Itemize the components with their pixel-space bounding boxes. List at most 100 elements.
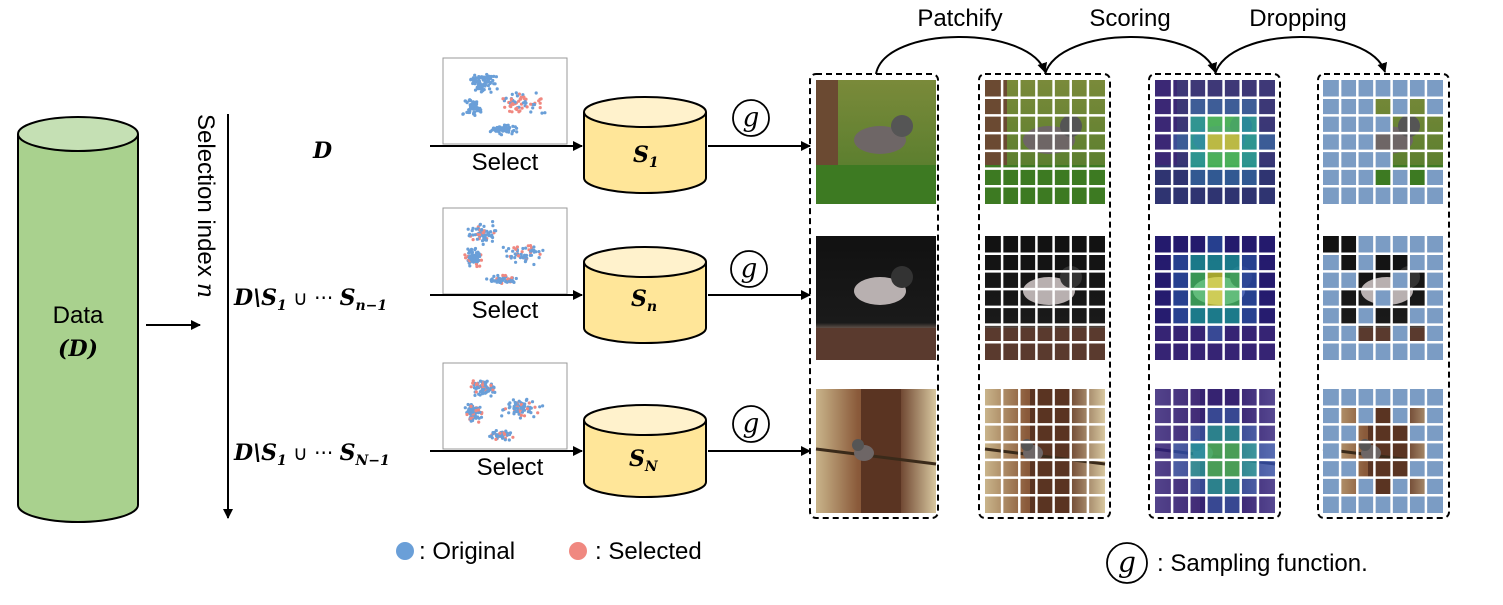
original-point (518, 416, 523, 420)
original-point (488, 434, 492, 438)
selected-point (519, 95, 523, 99)
original-point (477, 392, 481, 396)
selected-point (465, 412, 469, 417)
selected-point (510, 110, 514, 114)
original-point (514, 409, 518, 413)
original-point (501, 436, 505, 440)
original-point (510, 279, 514, 283)
original-point (508, 431, 513, 435)
dropped-image-row1 (1323, 80, 1443, 204)
original-point (467, 255, 471, 259)
selected-point (471, 238, 475, 242)
legend-sampling-symbol: g (1118, 546, 1136, 579)
original-point (501, 245, 505, 249)
original-point (500, 414, 504, 418)
selected-point (517, 99, 521, 103)
original-point (515, 406, 520, 410)
original-point (523, 100, 527, 104)
selected-point (494, 437, 498, 441)
legend-sampling-circle (1106, 542, 1148, 584)
original-point (513, 100, 517, 104)
original-point (492, 430, 497, 435)
original-point (489, 386, 493, 390)
selected-point (491, 388, 495, 392)
patchify-arc (875, 36, 1047, 75)
original-point (534, 91, 538, 95)
original-point (478, 106, 482, 110)
sampled-image-row2 (816, 236, 936, 360)
original-point (508, 405, 512, 409)
original-point (475, 260, 479, 264)
legend-sampling-label: : Sampling function. (1157, 550, 1368, 577)
selected-point (503, 432, 507, 436)
original-point (507, 411, 511, 415)
selection-axis-label: Selection indexn (192, 114, 220, 298)
original-point (482, 75, 486, 79)
original-point (507, 279, 511, 283)
column-scored (1148, 73, 1281, 519)
original-point (537, 256, 541, 260)
selected-point (471, 381, 475, 385)
selected-point (474, 390, 478, 394)
original-point (538, 405, 542, 409)
original-point (485, 72, 489, 77)
set-expr-row3: D\S1 ∪ ··· SN−1 (233, 440, 390, 469)
original-point (524, 253, 529, 257)
original-point (521, 93, 525, 97)
original-point (474, 386, 478, 391)
column-dropped (1317, 73, 1450, 519)
original-point (510, 92, 514, 96)
original-point (517, 399, 521, 403)
original-point (529, 110, 533, 114)
original-point (501, 126, 505, 130)
selected-point (503, 105, 507, 109)
original-point (497, 125, 501, 129)
data-cylinder: Data (D) (17, 116, 139, 523)
svg-text:g: g (741, 254, 758, 284)
selected-point (501, 97, 505, 101)
select-label-row2: Select (472, 297, 539, 324)
original-point (471, 104, 475, 108)
original-point (481, 78, 485, 82)
selected-point (522, 95, 526, 99)
original-point (489, 76, 493, 80)
original-point (485, 386, 490, 390)
svg-text:g: g (743, 409, 760, 439)
set-expr-row1: D (312, 138, 332, 164)
subset-cylinder-row2: Sn (583, 246, 707, 344)
selected-point (464, 256, 468, 260)
selected-point (479, 258, 483, 262)
original-point (470, 101, 474, 106)
data-sublabel: (D) (58, 336, 98, 362)
original-point (502, 123, 507, 127)
selected-point (481, 231, 485, 235)
original-point (487, 234, 491, 238)
original-point (488, 87, 492, 91)
original-point (489, 279, 493, 283)
stage-label-dropping: Dropping (1249, 5, 1346, 32)
svg-text:g: g (743, 103, 760, 133)
original-point (473, 107, 477, 111)
original-point (511, 249, 515, 253)
original-point (530, 248, 534, 252)
original-point (480, 228, 484, 232)
scoring-arc (1044, 36, 1217, 75)
original-point (532, 415, 536, 419)
original-point (489, 90, 493, 94)
selected-point (520, 106, 524, 110)
original-point (509, 254, 514, 259)
original-point (481, 234, 486, 238)
selected-point (474, 409, 478, 413)
original-point (471, 81, 475, 86)
selected-point (538, 101, 542, 105)
original-point (525, 397, 529, 401)
original-point (496, 273, 500, 278)
stage-label-scoring: Scoring (1089, 5, 1170, 32)
original-point (491, 224, 495, 228)
selected-point (519, 413, 524, 417)
selected-point (524, 97, 528, 101)
original-point (476, 411, 480, 415)
original-point (470, 229, 474, 233)
original-point (501, 408, 505, 412)
original-point (505, 433, 510, 437)
